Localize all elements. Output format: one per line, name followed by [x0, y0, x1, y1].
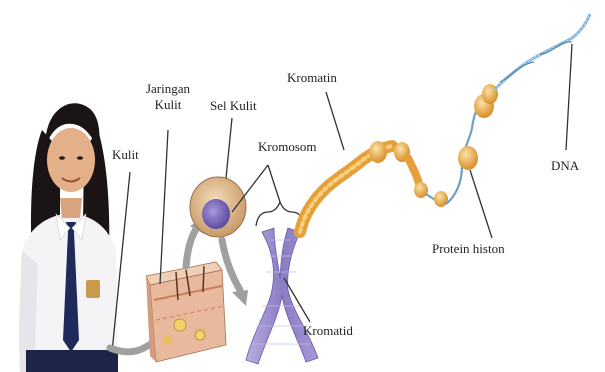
label-kromosom: Kromosom: [258, 139, 317, 154]
label-dna: DNA: [551, 158, 579, 173]
label-kromatin: Kromatin: [287, 70, 337, 85]
label-jaringan-kulit-line1: Jaringan: [140, 81, 196, 96]
chromatin-fiber: [300, 141, 448, 232]
skin-tissue-block: [146, 262, 226, 362]
protein-histon-pointer: [470, 170, 492, 238]
label-jaringan-kulit-line2: Kulit: [140, 97, 196, 112]
sel-kulit-pointer: [226, 118, 232, 178]
histone-bead: [458, 146, 478, 170]
student-figure: [19, 103, 118, 372]
label-protein-histon: Protein histon: [432, 241, 505, 256]
skin-cell: [190, 177, 246, 237]
arrow-cell-to-chromosome: [222, 240, 240, 290]
kromosom-pointer-right: [268, 165, 280, 202]
chromosome: [246, 228, 318, 364]
arrow-tissue-to-cell: [186, 226, 198, 266]
jaringan-kulit-pointer: [160, 130, 168, 284]
dna-pointer: [566, 44, 572, 150]
label-sel-kulit: Sel Kulit: [210, 98, 257, 113]
label-kromatid: Kromatid: [303, 323, 353, 338]
kromatin-pointer: [326, 92, 344, 150]
label-kulit: Kulit: [112, 147, 139, 162]
